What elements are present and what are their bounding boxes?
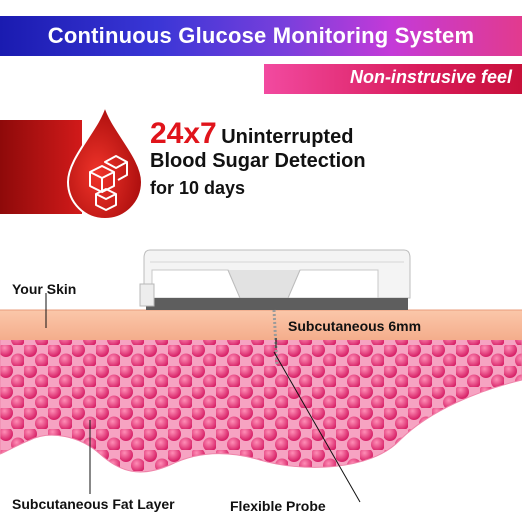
headline-line2: Blood Sugar Detection (150, 150, 366, 172)
skin-label: Your Skin (12, 281, 77, 297)
title-banner (0, 16, 522, 56)
fat-layer (0, 337, 522, 473)
subtitle-text: Non-instrusive feel (349, 67, 512, 87)
skin-cross-section-illustration (0, 249, 522, 503)
headline-line1: Uninterrupted (221, 126, 354, 148)
fat-layer-label: Subcutaneous Fat Layer (12, 496, 175, 512)
flexible-probe-label: Flexible Probe (230, 498, 326, 514)
cgm-sensor-device (139, 249, 411, 310)
headline: 24x7 Uninterrupted (150, 117, 353, 151)
subtitle-tag (264, 64, 522, 94)
headline-highlight: 24x7 (150, 117, 217, 150)
subcutaneous-label: Subcutaneous 6mm (288, 318, 422, 334)
red-accent-block (0, 120, 82, 214)
headline-line3: for 10 days (150, 178, 246, 198)
page-title: Continuous Glucose Monitoring System (47, 23, 475, 48)
blood-drop-sugar-cubes-icon (66, 102, 144, 220)
skin-layer (0, 310, 522, 340)
